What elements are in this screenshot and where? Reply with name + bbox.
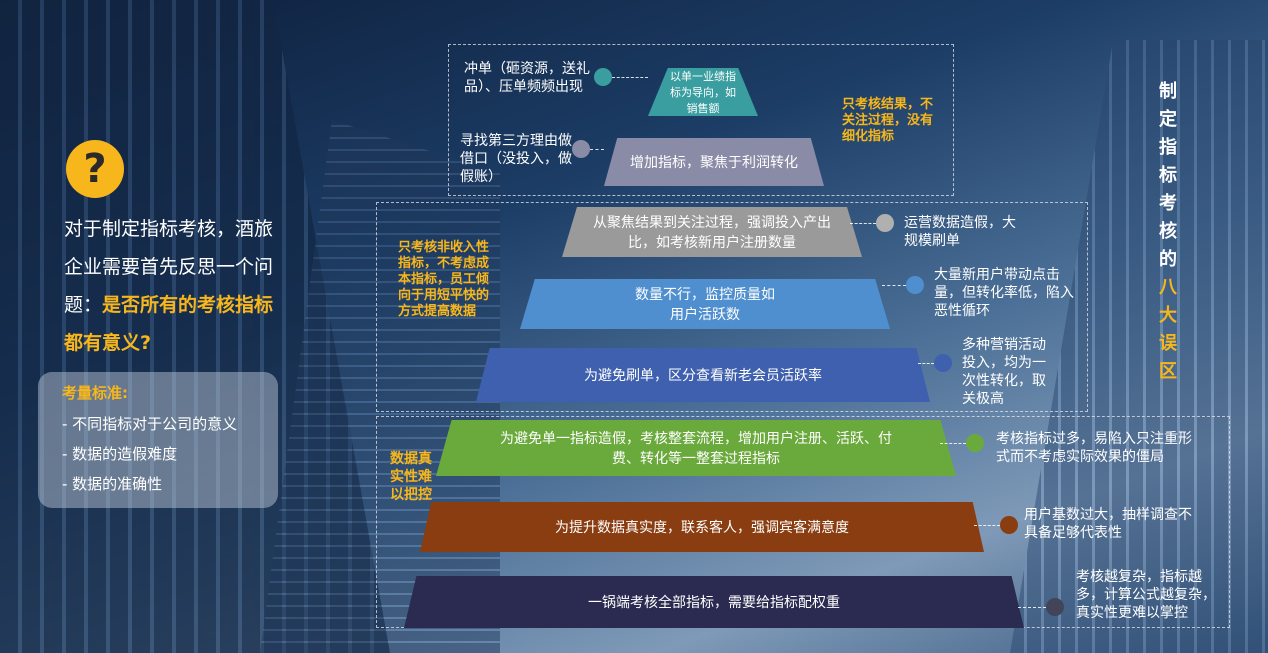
category-authenticity: 数据真实性难以把控: [390, 451, 432, 503]
indicator-dot: [876, 214, 894, 232]
standard-item: - 不同指标对于公司的意义: [62, 415, 238, 433]
indicator-dot: [906, 276, 924, 294]
pyramid-tier-1: 以单一业绩指标为导向，如销售额: [648, 68, 758, 116]
connector-line: [940, 443, 966, 444]
title-char: 制: [1159, 81, 1177, 102]
indicator-dot: [1000, 516, 1018, 534]
standards-panel: 考量标准: - 不同指标对于公司的意义 - 数据的造假难度 - 数据的准确性: [38, 372, 278, 508]
standard-item: - 数据的造假难度: [62, 445, 178, 463]
connector-line: [918, 363, 934, 364]
group-box-result-only: [448, 44, 954, 196]
note-1: 冲单（砸资源，送礼品）、压单频频出现: [464, 61, 590, 95]
connector-line: [590, 149, 604, 150]
connector-line: [850, 223, 876, 224]
pyramid-tier-7: 为提升数据真实度，联系客人，强调宾客满意度: [420, 502, 984, 552]
intro-plain: 对于制定指标考核，酒旅企业需要首先反思一个问题：: [64, 218, 274, 316]
indicator-dot: [572, 140, 590, 158]
pyramid-tier-8: 一锅端考核全部指标，需要给指标配权重: [404, 576, 1024, 628]
note-6: 考核指标过多，易陷入只注重形式而不考虑实际效果的僵局: [996, 431, 1192, 465]
title-char: 指: [1159, 137, 1177, 158]
intro-text: 对于制定指标考核，酒旅企业需要首先反思一个问题：是否所有的考核指标都有意义?: [64, 210, 274, 362]
vertical-title: 制 定 指 标 考 核 的 八 大 误 区: [1156, 78, 1180, 386]
title-char-highlight: 区: [1159, 361, 1177, 382]
category-result-only: 只考核结果，不关注过程，没有细化指标: [842, 97, 934, 144]
indicator-dot: [1046, 598, 1064, 616]
note-2: 寻找第三方理由做借口（没投入，做假账）: [460, 133, 572, 185]
title-char-highlight: 误: [1159, 333, 1177, 354]
pyramid-tier-5: 为避免刷单，区分查看新老会员活跃率: [476, 348, 930, 402]
pyramid-tier-6: 为避免单一指标造假，考核整套流程，增加用户注册、活跃、付费、转化等一整套过程指标: [436, 420, 956, 476]
title-char: 考: [1159, 193, 1177, 214]
connector-line: [1018, 607, 1046, 608]
title-char: 核: [1159, 221, 1177, 242]
group-box-no-revenue: [376, 202, 1088, 412]
connector-line: [974, 525, 1000, 526]
pyramid-tier-2: 增加指标，聚焦于利润转化: [604, 138, 824, 186]
title-char: 定: [1159, 109, 1177, 130]
note-8: 考核越复杂，指标越多，计算公式越复杂，真实性更难以掌控: [1076, 569, 1216, 621]
category-no-revenue: 只考核非收入性指标，不考虑成本指标，员工倾向于用短平快的方式提高数据: [398, 240, 490, 319]
title-char-highlight: 大: [1159, 305, 1177, 326]
standards-title: 考量标准:: [62, 384, 128, 402]
note-3: 运营数据造假，大规模刷单: [904, 215, 1016, 249]
pyramid-tier-3: 从聚焦结果到关注过程，强调投入产出比，如考核新用户注册数量: [562, 207, 862, 257]
note-5: 多种营销活动投入，均为一次性转化，取关极高: [962, 337, 1046, 407]
note-7: 用户基数过大，抽样调查不具备足够代表性: [1024, 507, 1192, 541]
indicator-dot: [594, 68, 612, 86]
indicator-dot: [934, 354, 952, 372]
intro-highlight: 是否所有的考核指标都有意义?: [64, 294, 274, 354]
question-mark-icon: ?: [66, 140, 124, 198]
pyramid-tier-4: 数量不行，监控质量如用户活跃数: [520, 279, 890, 329]
connector-line: [882, 285, 906, 286]
connector-line: [612, 77, 648, 78]
standard-item: - 数据的准确性: [62, 475, 163, 493]
title-char-highlight: 八: [1159, 277, 1177, 298]
indicator-dot: [966, 434, 984, 452]
title-char: 的: [1159, 249, 1177, 270]
title-char: 标: [1159, 165, 1177, 186]
note-4: 大量新用户带动点击量，但转化率低，陷入恶性循环: [934, 267, 1074, 319]
